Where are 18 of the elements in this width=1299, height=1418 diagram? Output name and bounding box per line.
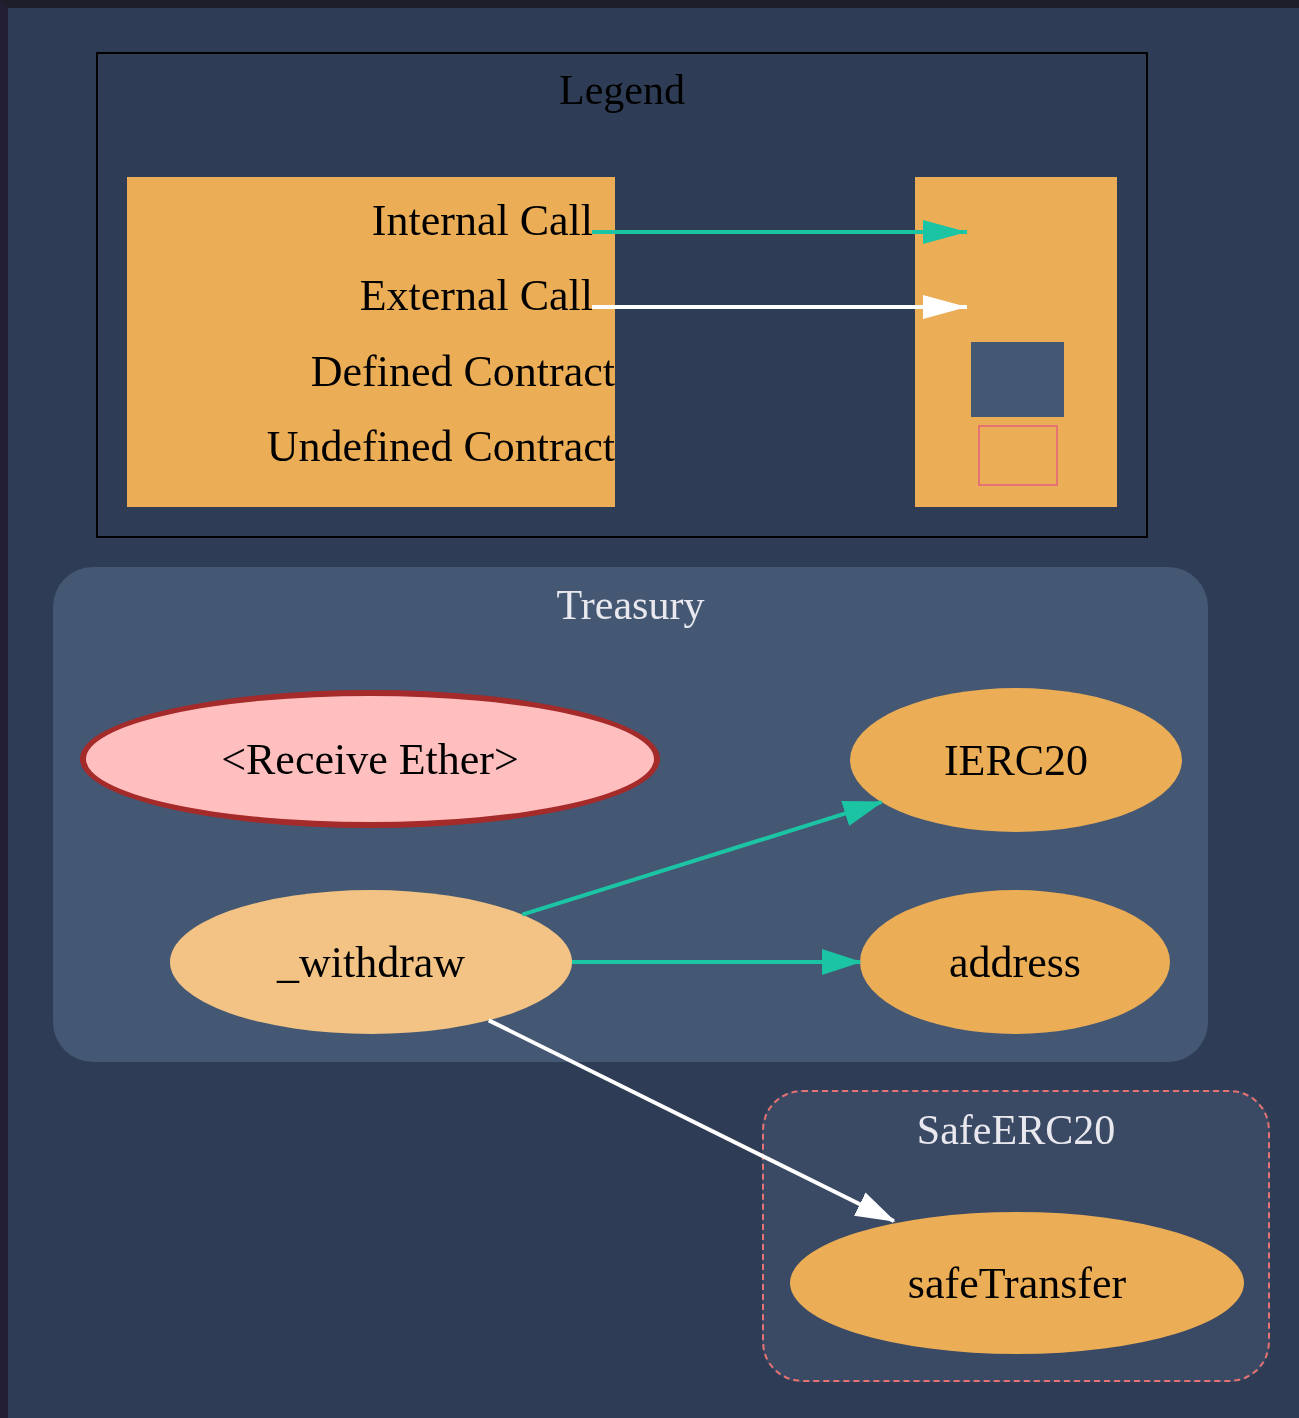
legend-label: Undefined Contract [266, 425, 615, 469]
legend-frame [96, 52, 1148, 538]
legend-label: Internal Call [371, 199, 593, 243]
arrow [572, 949, 862, 975]
arrow [487, 1018, 896, 1223]
arrow [521, 800, 884, 917]
legend-label: External Call [359, 274, 593, 318]
function-ellipse: address [860, 890, 1170, 1034]
contract-cluster [53, 567, 1208, 1062]
contract-cluster [762, 1090, 1270, 1382]
function-ellipse: IERC20 [850, 688, 1182, 832]
function-ellipse: <Receive Ether> [80, 690, 660, 828]
legend-title: Legend [559, 66, 685, 114]
contract-name: SafeERC20 [916, 1106, 1116, 1154]
function-ellipse: safeTransfer [790, 1212, 1244, 1354]
legend-label: Defined Contract [310, 350, 615, 394]
contract-name: Treasury [556, 581, 705, 629]
function-ellipse: _withdraw [170, 890, 572, 1034]
